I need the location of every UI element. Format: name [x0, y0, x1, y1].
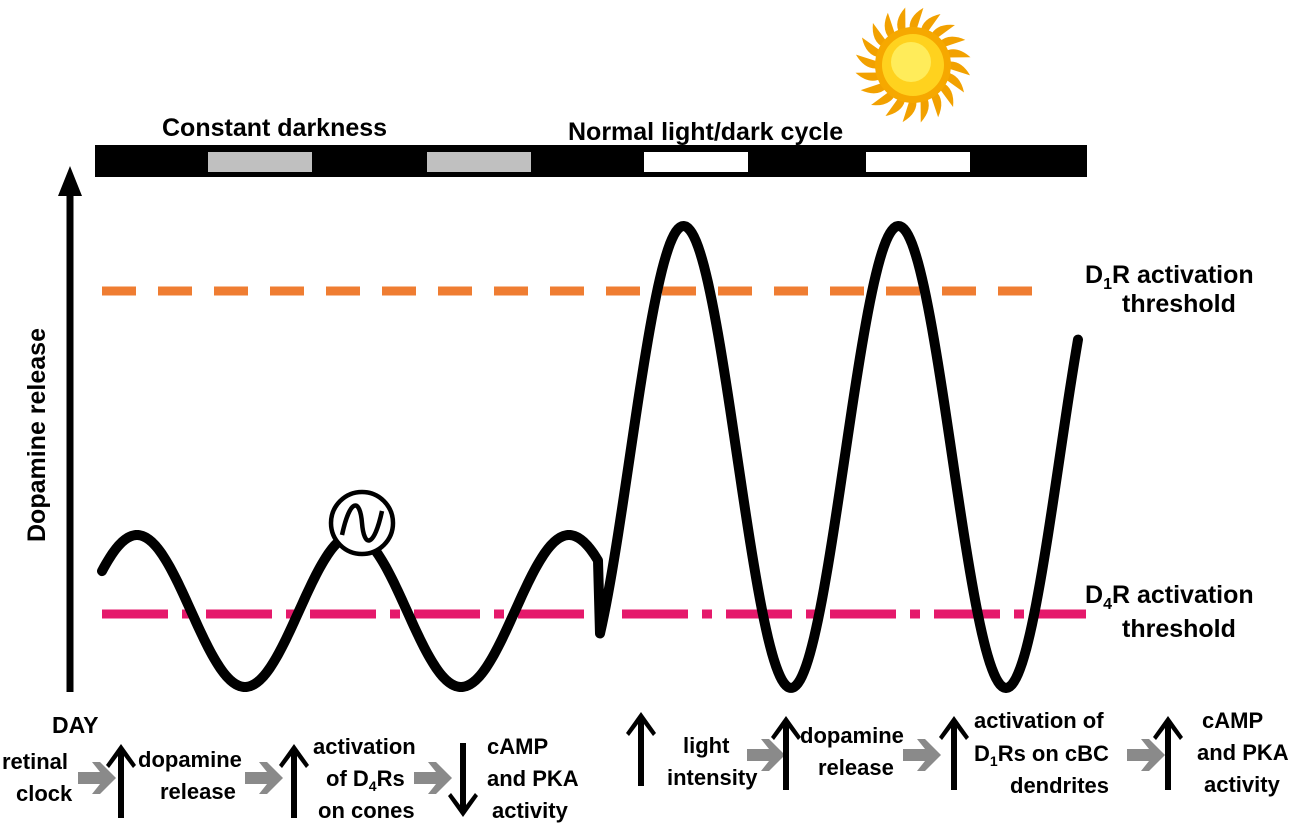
- d1-label-prefix: D: [1085, 261, 1103, 289]
- right-pathway: light intensity dopamine release activat…: [626, 708, 1289, 798]
- activation-d4-line3: on cones: [318, 798, 415, 823]
- gray-arrow-3: [414, 762, 452, 794]
- left-pathway: DAY retinal clock dopamine release activ…: [2, 712, 579, 823]
- d1-threshold-label: D1R activation threshold: [1085, 261, 1254, 318]
- day-label: DAY: [52, 712, 98, 738]
- up-arrow-dopamine-2: [771, 716, 801, 790]
- light-label-line1: light: [683, 733, 730, 758]
- dopamine-right-line2: release: [818, 755, 894, 780]
- dopamine-release-curve: [97, 221, 1083, 693]
- svg-text:D4R activation: D4R activation: [1085, 581, 1254, 613]
- d4-threshold-label: D4R activation threshold: [1085, 581, 1254, 643]
- dopamine-label-line2: release: [160, 779, 236, 804]
- activation-d1-suffix: Rs on cBC: [998, 741, 1109, 766]
- d1-label-suffix: R activation: [1112, 261, 1254, 289]
- light-dark-bar: [95, 145, 1087, 177]
- d4-label-prefix: D: [1085, 581, 1103, 609]
- sun-icon: [855, 7, 971, 123]
- retinal-clock-line2: clock: [16, 781, 73, 806]
- up-arrow-camp: [1153, 716, 1183, 790]
- activation-d1-prefix: D: [974, 741, 990, 766]
- constant-darkness-label: Constant darkness: [162, 114, 387, 142]
- light-day-segment-1: [644, 152, 748, 172]
- light-day-segment-2: [866, 152, 970, 172]
- up-arrow-dopamine: [106, 744, 136, 818]
- activation-d4-prefix: of D: [326, 766, 369, 791]
- activation-d4-sub: 4: [369, 778, 377, 794]
- activation-d1-line3: dendrites: [1010, 773, 1109, 798]
- camp-right-line1: cAMP: [1202, 708, 1263, 733]
- y-axis-label: Dopamine release: [23, 328, 51, 542]
- gray-arrow-4: [747, 739, 785, 771]
- dopamine-label-line1: dopamine: [138, 747, 242, 772]
- down-arrow-camp: [448, 743, 478, 817]
- up-arrow-d4r-activation: [279, 744, 309, 818]
- subjective-day-segment-2: [427, 152, 531, 172]
- gray-arrow-2: [245, 762, 283, 794]
- svg-text:D1R activation: D1R activation: [1085, 261, 1254, 293]
- up-arrow-d1r-activation: [939, 716, 969, 790]
- activation-d1-sub: 1: [990, 753, 998, 769]
- camp-right-line3: activity: [1204, 772, 1281, 797]
- subjective-day-segment-1: [208, 152, 312, 172]
- d1-label-sub: 1: [1103, 276, 1112, 293]
- y-axis: [58, 166, 82, 692]
- camp-left-line3: activity: [492, 798, 569, 823]
- activation-d4-suffix: Rs: [377, 766, 405, 791]
- circadian-clock-icon: [328, 489, 396, 557]
- d1-label-line2: threshold: [1122, 290, 1236, 318]
- d4-label-line2: threshold: [1122, 615, 1236, 643]
- svg-text:D1Rs on cBC: D1Rs on cBC: [974, 741, 1109, 769]
- activation-d4-line1: activation: [313, 734, 416, 759]
- activation-d1-line1: activation of: [974, 708, 1104, 733]
- camp-right-line2: and PKA: [1197, 740, 1289, 765]
- light-dark-cycle-label: Normal light/dark cycle: [568, 118, 843, 146]
- camp-left-line1: cAMP: [487, 734, 548, 759]
- svg-text:of D4Rs: of D4Rs: [326, 766, 405, 794]
- gray-arrow-5: [903, 739, 941, 771]
- gray-arrow-1: [78, 762, 116, 794]
- up-arrow-light-intensity: [626, 712, 656, 786]
- y-axis-arrowhead: [58, 166, 82, 196]
- d4-label-sub: 4: [1103, 596, 1112, 613]
- camp-left-line2: and PKA: [487, 766, 579, 791]
- d4-label-suffix: R activation: [1112, 581, 1254, 609]
- light-label-line2: intensity: [667, 765, 758, 790]
- gray-arrow-6: [1127, 739, 1165, 771]
- retinal-clock-line1: retinal: [2, 749, 68, 774]
- dopamine-right-line1: dopamine: [800, 723, 904, 748]
